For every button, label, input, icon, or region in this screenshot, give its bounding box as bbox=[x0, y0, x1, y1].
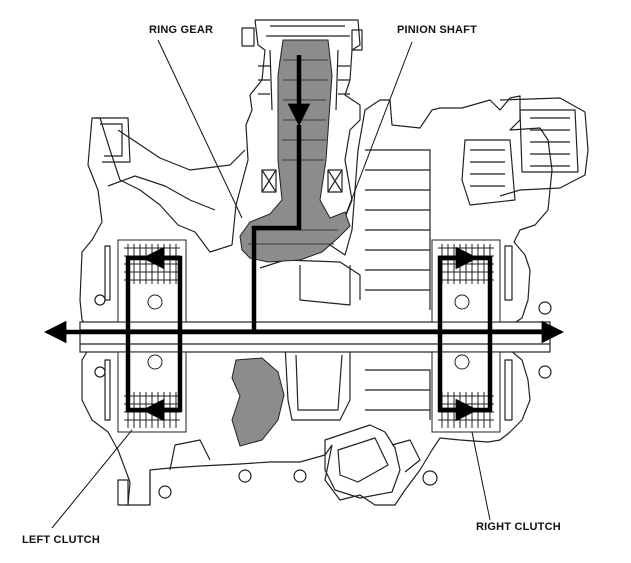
power-flow-arrows bbox=[43, 55, 565, 422]
right-clutch-leader bbox=[471, 431, 491, 521]
pinion-shaft-label: PINION SHAFT bbox=[397, 24, 477, 36]
pinion-shaft-leader bbox=[345, 41, 413, 215]
left-clutch-leader bbox=[51, 429, 133, 529]
pinion-to-axle-path bbox=[251, 125, 302, 332]
ring-gear-label: RING GEAR bbox=[149, 24, 213, 36]
axle-shaft bbox=[79, 321, 551, 353]
right-clutch-flow-path bbox=[437, 255, 493, 413]
leader-lines bbox=[51, 39, 491, 529]
ring-gear-shaded bbox=[231, 39, 351, 447]
left-clutch-flow-path bbox=[125, 255, 183, 413]
ring-gear-leader bbox=[157, 39, 243, 219]
left-clutch-label: LEFT CLUTCH bbox=[22, 534, 100, 546]
right-clutch-label: RIGHT CLUTCH bbox=[476, 521, 561, 533]
differential-housing bbox=[79, 19, 589, 506]
